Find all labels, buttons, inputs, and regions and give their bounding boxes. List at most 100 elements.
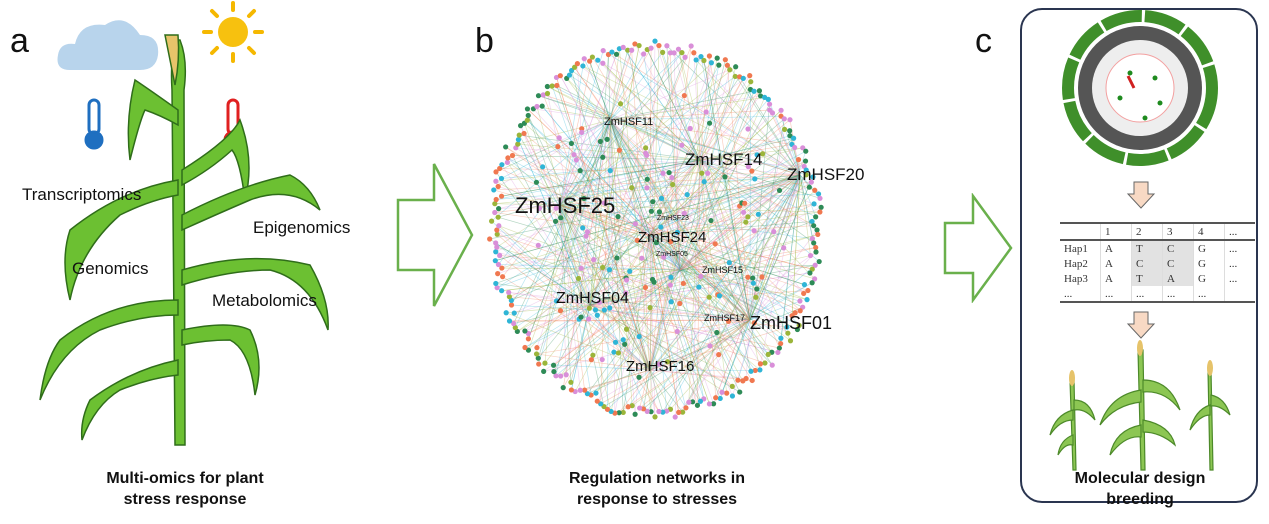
network-node (491, 187, 497, 193)
network-edge (589, 304, 778, 353)
network-edge (569, 74, 701, 161)
network-edge (609, 115, 782, 121)
network-node (781, 126, 788, 132)
network-node (615, 350, 621, 356)
network-edge (544, 204, 561, 364)
network-node (600, 47, 606, 54)
network-node (792, 144, 798, 151)
network-node (706, 53, 713, 59)
network-edge (666, 45, 801, 176)
haplotype-table: 1 2 3 4 ... Hap1 A T C G ... Hap2 A C C … (1060, 222, 1255, 303)
network-edge (559, 204, 567, 375)
network-node (553, 205, 559, 211)
network-node (674, 328, 680, 335)
network-edge (495, 242, 651, 371)
network-node (606, 267, 613, 273)
network-node (553, 298, 560, 304)
network-edge (699, 159, 814, 226)
network-edge (559, 53, 644, 206)
network-edge (799, 174, 813, 239)
network-edge (589, 264, 816, 306)
network-node (518, 123, 524, 129)
network-edge (609, 119, 636, 415)
network-node (707, 343, 713, 349)
network-edge (749, 300, 801, 321)
network-edge (699, 159, 805, 167)
network-node (669, 175, 675, 181)
network-edge (496, 159, 701, 200)
network-edge (513, 304, 591, 324)
network-node (726, 260, 732, 266)
table-cell: 3 (1162, 222, 1194, 241)
table-cell: A (1100, 256, 1132, 271)
network-edge (649, 119, 791, 236)
network-node (615, 214, 621, 220)
network-edge (517, 174, 801, 332)
network-node (540, 164, 546, 170)
network-node (648, 208, 654, 214)
network-edge (679, 166, 805, 271)
network-edge (627, 50, 681, 271)
network-node (512, 325, 518, 331)
caption-b-line1: Regulation networks in (568, 470, 745, 487)
network-node (696, 284, 702, 290)
network-node (809, 235, 816, 242)
network-node (493, 280, 499, 287)
network-edge (495, 159, 701, 253)
network-edge (700, 56, 751, 321)
network-node (590, 352, 596, 358)
network-edge (589, 54, 609, 306)
network-node (594, 398, 600, 404)
network-edge (649, 174, 807, 371)
network-edge (592, 56, 751, 321)
network-node (580, 63, 586, 69)
network-edge (631, 319, 751, 406)
label-genomics: Genomics (72, 259, 149, 278)
network-node (815, 231, 821, 238)
network-node (668, 274, 674, 280)
network-edge (609, 119, 801, 312)
network-node (620, 44, 626, 50)
network-edge (749, 151, 807, 321)
network-edge (609, 119, 792, 145)
network-edge (609, 119, 773, 353)
network-node (601, 307, 607, 313)
network-node (714, 329, 720, 336)
network-edge (538, 363, 651, 371)
network-edge (536, 119, 611, 348)
network-node (509, 152, 516, 159)
network-edge (674, 269, 681, 418)
network-edge (493, 174, 801, 191)
network-edge (649, 190, 816, 371)
network-edge (631, 50, 651, 371)
network-edge (528, 119, 611, 339)
network-node (525, 112, 531, 119)
network-node (571, 152, 577, 158)
network-node (551, 368, 557, 375)
network-edge (502, 276, 651, 371)
network-edge (552, 85, 701, 161)
network-node (641, 51, 647, 57)
network-node (634, 237, 640, 243)
network-node (505, 155, 511, 161)
network-node (740, 378, 746, 384)
network-node (755, 211, 761, 217)
network-edge (609, 119, 701, 402)
network-edge (508, 292, 751, 321)
network-edge (589, 255, 811, 306)
maize-plants-illustration (1049, 340, 1231, 471)
network-node (632, 411, 638, 417)
network-node (541, 368, 547, 374)
network-node (687, 125, 693, 132)
network-edge (649, 326, 787, 371)
panel-letter-c: c (975, 22, 992, 60)
network-node (706, 401, 713, 407)
network-edge (509, 234, 651, 298)
network-node (813, 244, 819, 251)
panel-letter-a: a (10, 22, 29, 60)
network-node (778, 107, 784, 113)
network-node (661, 254, 667, 260)
network-node (503, 144, 509, 150)
network-node (813, 249, 819, 255)
network-edge (559, 57, 718, 206)
